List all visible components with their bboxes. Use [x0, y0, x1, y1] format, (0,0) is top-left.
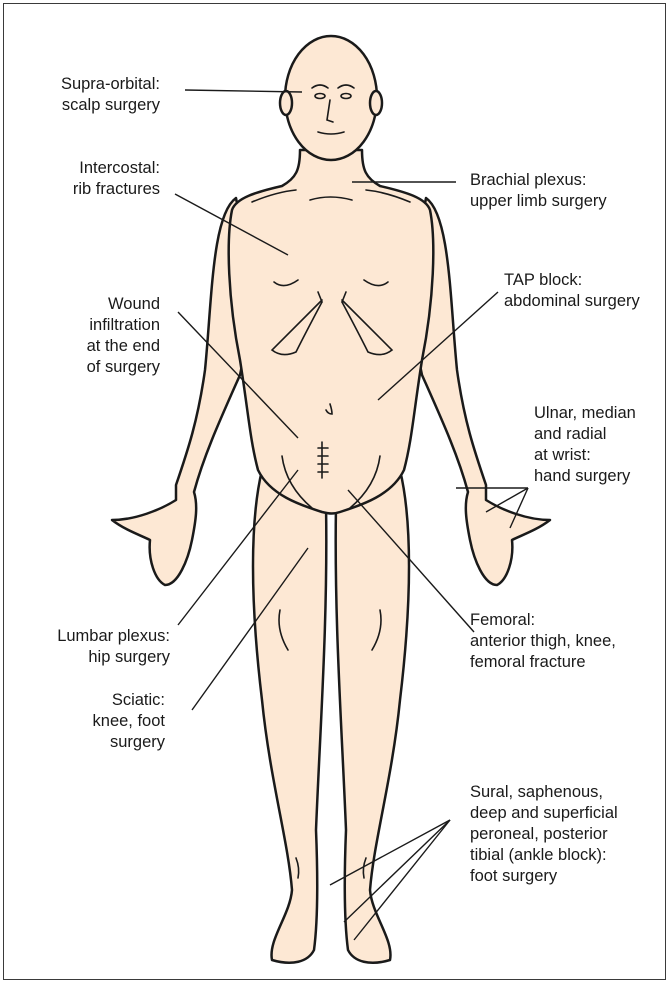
right-leg [336, 470, 409, 963]
label-brachial-plexus: Brachial plexus:upper limb surgery [470, 170, 607, 212]
torso [229, 150, 434, 514]
leader-wrist-2 [486, 488, 528, 512]
label-femoral: Femoral:anterior thigh, knee,femoral fra… [470, 610, 616, 673]
right-ear [370, 91, 382, 115]
head [285, 36, 377, 160]
left-leg [253, 470, 326, 963]
label-intercostal: Intercostal:rib fractures [40, 158, 160, 200]
label-supra-orbital: Supra-orbital:scalp surgery [40, 74, 160, 116]
left-arm [112, 198, 246, 585]
label-lumbar-plexus: Lumbar plexus:hip surgery [20, 626, 170, 668]
left-ear [280, 91, 292, 115]
label-tap-block: TAP block:abdominal surgery [504, 270, 640, 312]
right-arm [416, 198, 550, 585]
